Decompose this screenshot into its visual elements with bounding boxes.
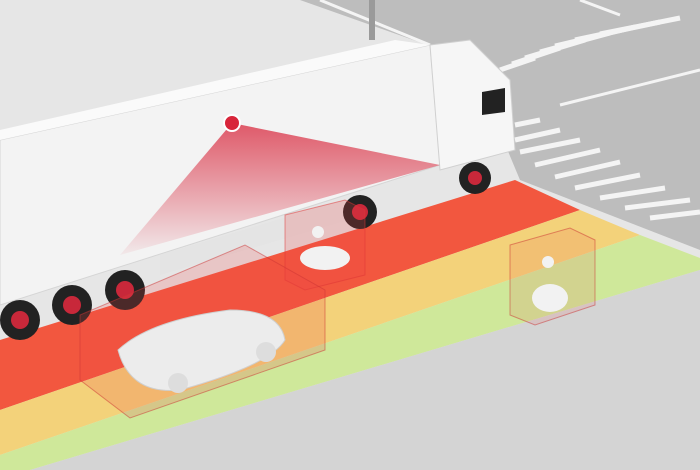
cab-window	[482, 88, 505, 115]
scooter	[532, 284, 568, 312]
trailer-skirt	[160, 195, 365, 275]
sensor-cone	[120, 123, 440, 255]
sensor-dot	[223, 114, 241, 132]
scooter-near-box	[284, 199, 366, 291]
car	[117, 309, 286, 391]
zone-safe	[0, 235, 700, 470]
car-box	[79, 244, 326, 419]
rider-head	[312, 226, 324, 238]
truck-cab	[429, 39, 516, 171]
trailer-top	[0, 40, 430, 140]
wheel	[0, 300, 40, 340]
wheel	[459, 162, 491, 194]
road-line	[579, 0, 621, 17]
zone-caution	[0, 210, 640, 455]
scooter-far-box	[509, 227, 596, 326]
sidewalk	[30, 270, 700, 470]
crosswalk	[499, 15, 700, 221]
scooter	[300, 246, 350, 270]
rider-head	[542, 256, 554, 268]
road-line	[559, 68, 700, 107]
wheel	[52, 285, 92, 325]
